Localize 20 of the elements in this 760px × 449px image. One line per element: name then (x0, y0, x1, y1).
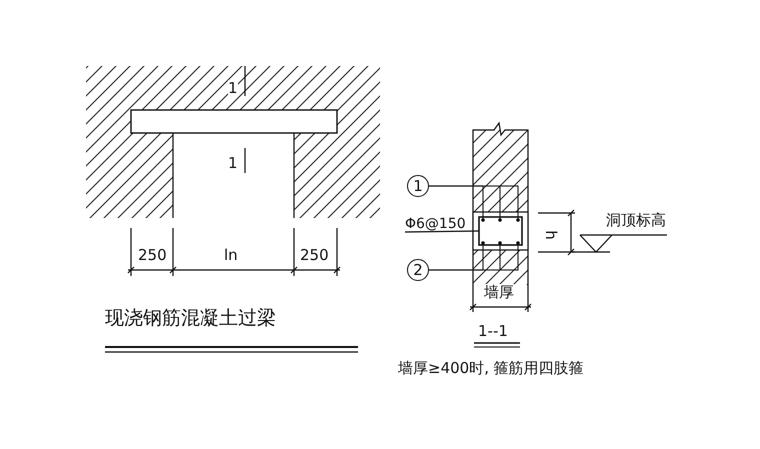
section-number: 1 (228, 80, 238, 96)
rebar-drawing (481, 186, 520, 222)
dimension-text: 250 (138, 247, 167, 263)
dimension-text: 墙厚 (484, 284, 514, 300)
section-title: 1--1 (478, 323, 508, 339)
callout-number: 2 (407, 259, 429, 281)
title: 现浇钢筋混凝土过梁 (105, 310, 276, 326)
rebar-label: Φ6@150 (405, 216, 466, 232)
dimension-text: 250 (300, 247, 329, 263)
dimension-text: ln (224, 247, 238, 263)
rebar-drawing (481, 241, 520, 270)
leader-line (429, 269, 483, 271)
callout-number: 1 (407, 175, 429, 197)
note-text: 墙厚≥400时, 箍筋用四肢箍 (398, 360, 584, 376)
section-number: 1 (228, 155, 238, 171)
dimension-text: h (542, 230, 559, 240)
elevation-text: 洞顶标高 (606, 212, 666, 228)
leader-line (405, 230, 479, 233)
stirrup-drawing (478, 216, 523, 246)
leader-line (429, 185, 483, 187)
